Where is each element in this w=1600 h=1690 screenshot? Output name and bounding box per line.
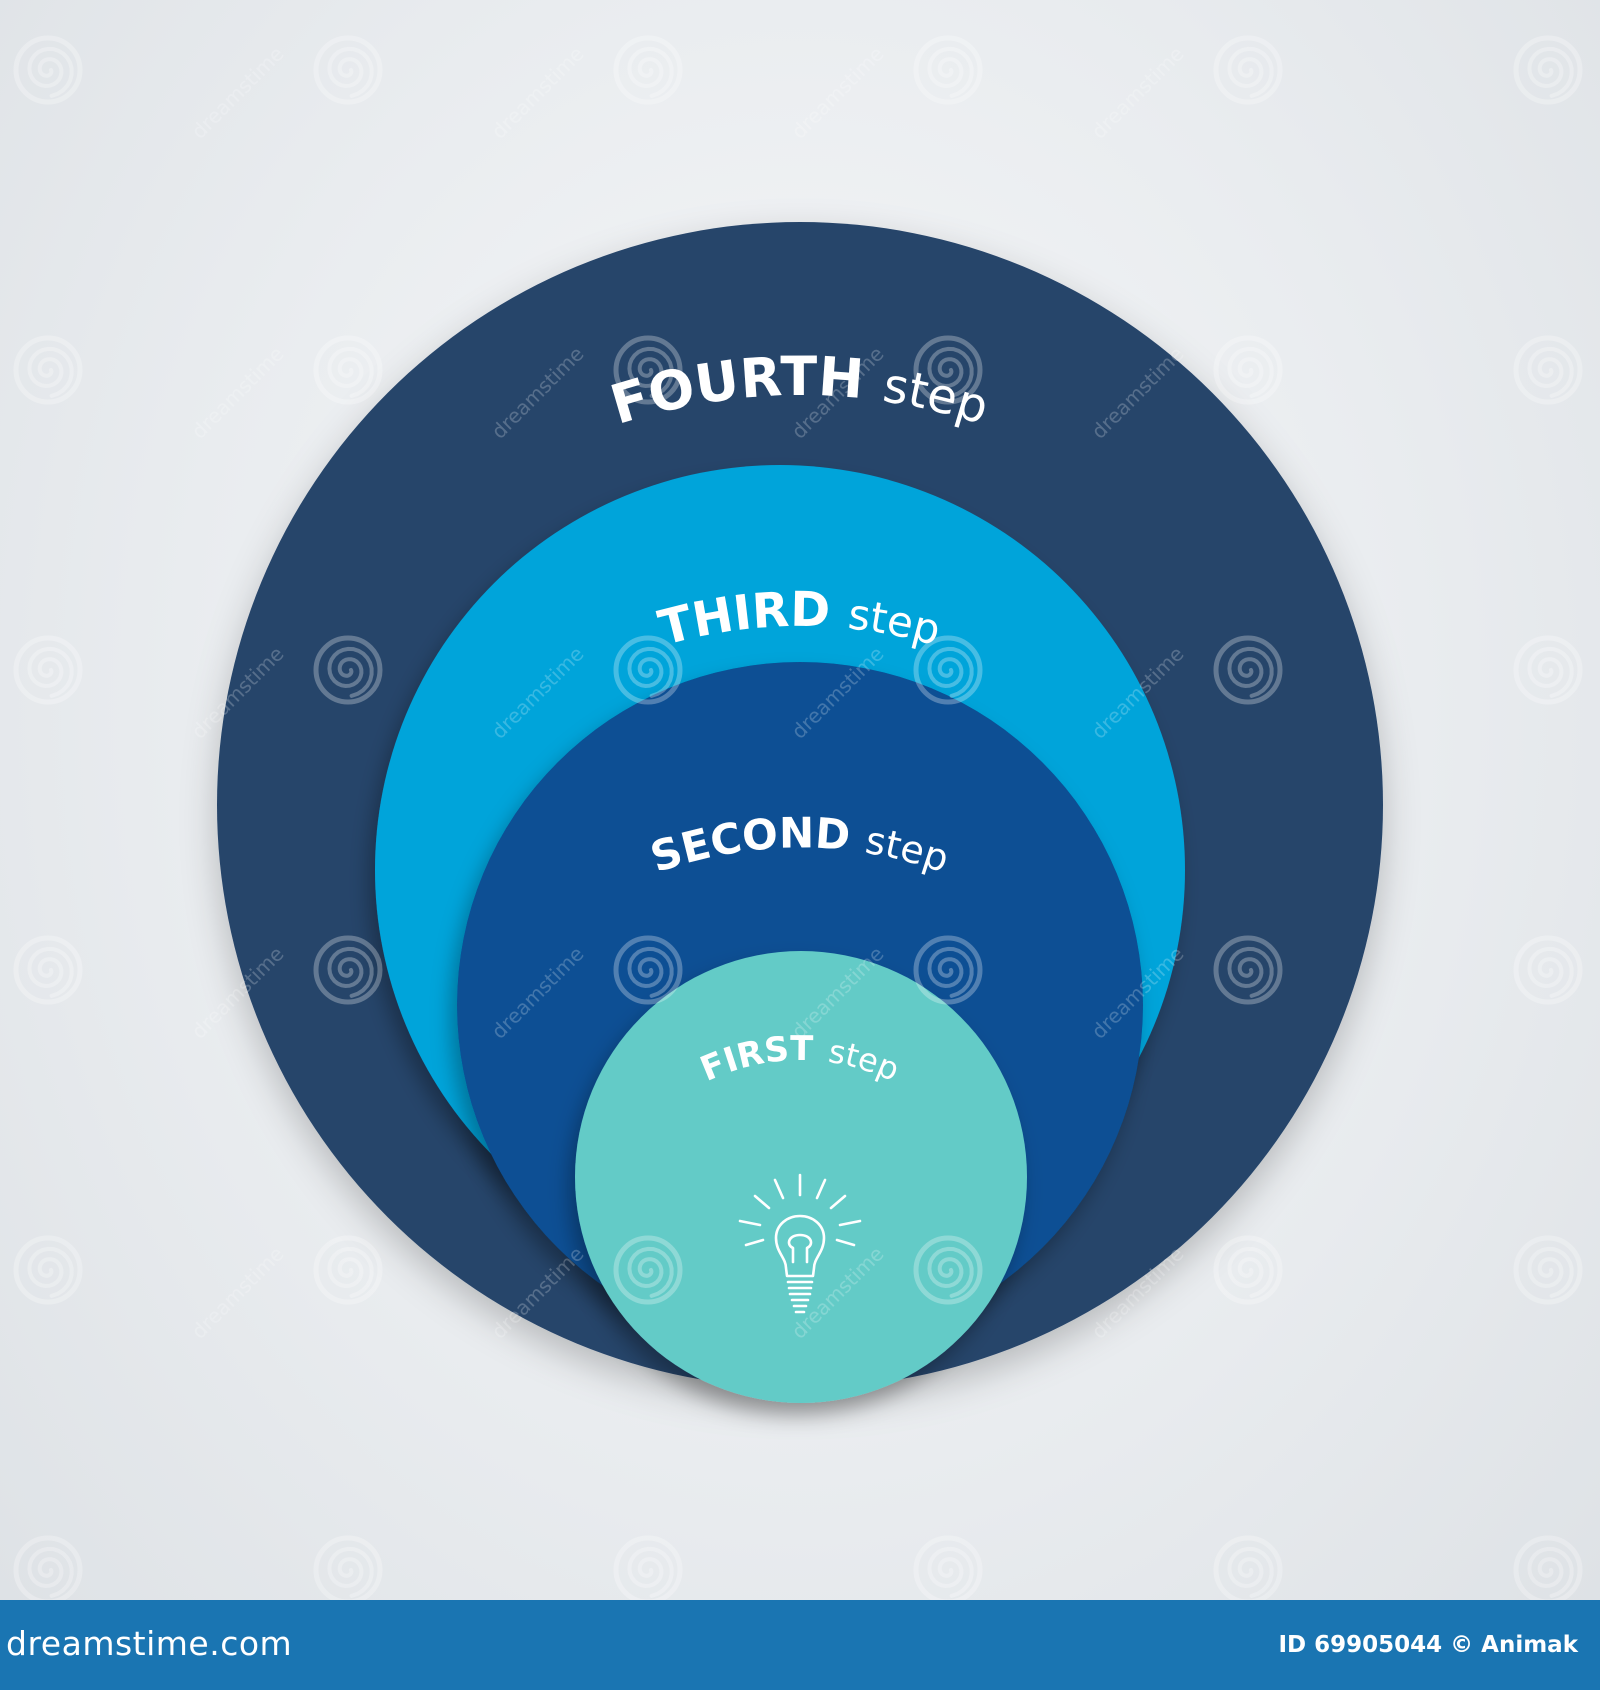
dreamstime-spiral-icon — [313, 635, 383, 705]
dreamstime-spiral-icon — [13, 635, 83, 705]
dreamstime-spiral-icon — [13, 35, 83, 105]
dreamstime-spiral-icon — [1513, 35, 1583, 105]
dreamstime-spiral-icon — [13, 335, 83, 405]
dreamstime-spiral-icon — [313, 1235, 383, 1305]
lightbulb-icon — [738, 1173, 862, 1314]
dreamstime-spiral-icon — [913, 635, 983, 705]
dreamstime-spiral-icon — [1513, 1535, 1583, 1600]
dreamstime-spiral-icon — [1513, 635, 1583, 705]
footer-bar: dreamstime.com ID 69905044 © Animak — [0, 1600, 1600, 1690]
dreamstime-spiral-icon — [613, 1535, 683, 1600]
dreamstime-spiral-icon — [913, 1235, 983, 1305]
dreamstime-spiral-icon — [913, 935, 983, 1005]
dreamstime-spiral-icon — [613, 635, 683, 705]
concentric-steps-diagram: FOURTH step THIRD step SECOND step FIRST… — [13, 35, 1583, 1600]
dreamstime-spiral-icon — [13, 1235, 83, 1305]
watermark-text: dreamstime — [187, 1242, 289, 1344]
dreamstime-spiral-icon — [313, 1535, 383, 1600]
dreamstime-spiral-icon — [1213, 35, 1283, 105]
dreamstime-spiral-icon — [1213, 635, 1283, 705]
dreamstime-spiral-icon — [1213, 935, 1283, 1005]
dreamstime-spiral-icon — [1513, 935, 1583, 1005]
footer-brand: dreamstime.com — [6, 1624, 293, 1663]
dreamstime-spiral-icon — [313, 35, 383, 105]
dreamstime-spiral-icon — [613, 935, 683, 1005]
watermark-text: dreamstime — [487, 42, 589, 144]
dreamstime-spiral-icon — [613, 1235, 683, 1305]
dreamstime-spiral-icon — [13, 935, 83, 1005]
watermark-text: dreamstime — [187, 42, 289, 144]
dreamstime-spiral-icon — [1213, 1235, 1283, 1305]
dreamstime-spiral-icon — [313, 935, 383, 1005]
watermark-text: dreamstime — [187, 342, 289, 444]
dreamstime-spiral-icon — [1513, 1235, 1583, 1305]
dreamstime-spiral-icon — [313, 335, 383, 405]
dreamstime-spiral-icon — [1513, 335, 1583, 405]
dreamstime-spiral-icon — [613, 335, 683, 405]
dreamstime-spiral-icon — [913, 1535, 983, 1600]
dreamstime-spiral-icon — [13, 1535, 83, 1600]
dreamstime-spiral-icon — [1213, 1535, 1283, 1600]
dreamstime-spiral-icon — [913, 35, 983, 105]
dreamstime-spiral-icon — [913, 335, 983, 405]
footer-credit: ID 69905044 © Animak — [1278, 1632, 1578, 1658]
dreamstime-spiral-icon — [613, 35, 683, 105]
dreamstime-spiral-icon — [1213, 335, 1283, 405]
watermark-text: dreamstime — [1087, 42, 1189, 144]
watermark-text: dreamstime — [787, 42, 889, 144]
